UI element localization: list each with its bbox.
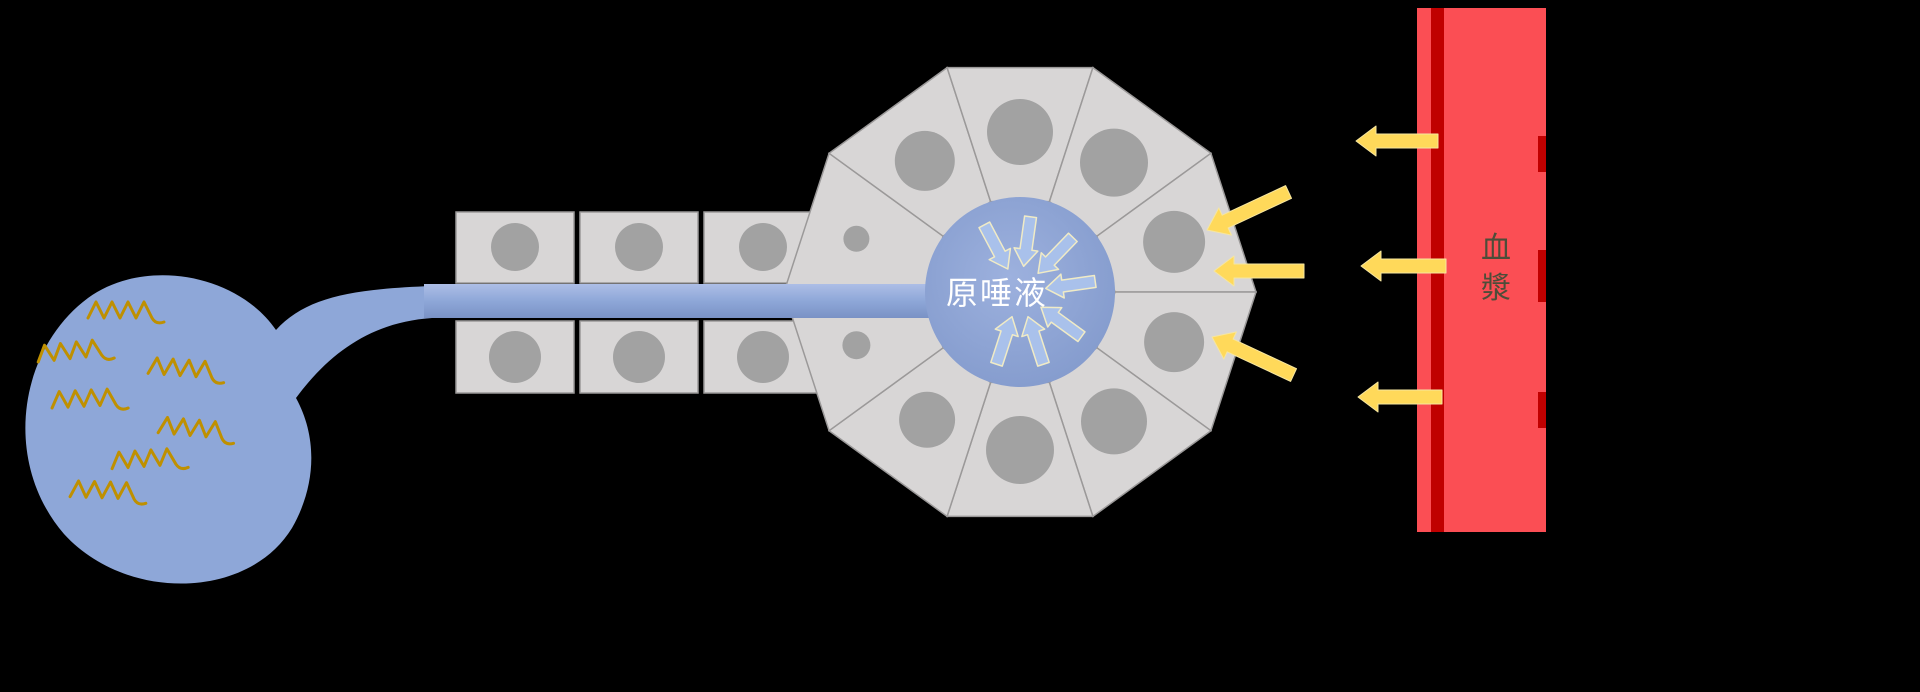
duct-cell-nucleus bbox=[739, 223, 787, 271]
acinus-cell-nucleus bbox=[987, 99, 1053, 165]
acinus-cell-nucleus bbox=[1080, 128, 1148, 197]
primary-saliva-label: 原唾液 bbox=[946, 275, 1048, 311]
acinus-cell-nucleus bbox=[894, 130, 955, 191]
plasma-flow-arrow-icon bbox=[1355, 125, 1439, 157]
secretion-arrow-icon bbox=[1021, 315, 1050, 367]
acinus-cell-nucleus bbox=[986, 416, 1054, 484]
protein-molecule-icon bbox=[50, 387, 130, 411]
protein-molecule-icon bbox=[146, 356, 226, 385]
capillary-wall-segment bbox=[1538, 250, 1546, 302]
duct-cell-nucleus bbox=[737, 331, 789, 383]
protein-molecule-icon bbox=[36, 338, 116, 364]
acinus-cell-nucleus bbox=[1144, 312, 1205, 373]
secretion-arrow-icon bbox=[1040, 306, 1086, 343]
saliva-droplet bbox=[25, 275, 432, 584]
plasma-flow-arrow-icon bbox=[1357, 381, 1443, 413]
blood-plasma-label: 血漿 bbox=[1481, 232, 1511, 305]
acinus-nuclei bbox=[842, 99, 1206, 484]
acinus-cell-nucleus bbox=[1143, 210, 1206, 273]
plasma-flow-arrow-icon bbox=[1213, 255, 1305, 287]
secretion-arrow-icon bbox=[1013, 215, 1039, 268]
capillary-wall-segment bbox=[1538, 136, 1546, 172]
protein-molecule-icon bbox=[68, 479, 148, 506]
secretion-arrow-icon bbox=[990, 315, 1019, 367]
protein-molecule-icon bbox=[110, 447, 190, 471]
capillary-wall-segment bbox=[1538, 392, 1546, 428]
plasma-flow-arrow-icon bbox=[1360, 250, 1447, 282]
droplet-body bbox=[25, 275, 432, 584]
protein-molecule-icon bbox=[86, 300, 166, 325]
secretion-arrow-icon bbox=[1037, 232, 1078, 275]
acinus-cell-nucleus bbox=[843, 225, 870, 252]
acinus-cell-nucleus bbox=[1081, 388, 1147, 455]
duct-cell-nucleus bbox=[615, 223, 663, 271]
plasma-flow-arrow-icon bbox=[1206, 185, 1293, 236]
duct-cell-nucleus bbox=[491, 223, 539, 271]
acinus-cell-nucleus bbox=[899, 391, 956, 448]
plasma-flow-arrow-icon bbox=[1211, 331, 1298, 382]
secretion-arrow-icon bbox=[978, 221, 1012, 270]
acinus bbox=[782, 66, 1258, 518]
acinus-cell-nucleus bbox=[842, 331, 871, 360]
protein-molecule-icon bbox=[156, 415, 236, 446]
duct-cell-nucleus bbox=[613, 331, 665, 383]
secretion-arrows bbox=[978, 215, 1097, 367]
duct-cell-nucleus bbox=[489, 331, 541, 383]
plasma-flow-arrows bbox=[1206, 125, 1447, 413]
salivary-duct bbox=[424, 284, 1020, 318]
secretion-arrow-icon bbox=[1044, 273, 1097, 299]
protein-molecules bbox=[36, 300, 236, 506]
